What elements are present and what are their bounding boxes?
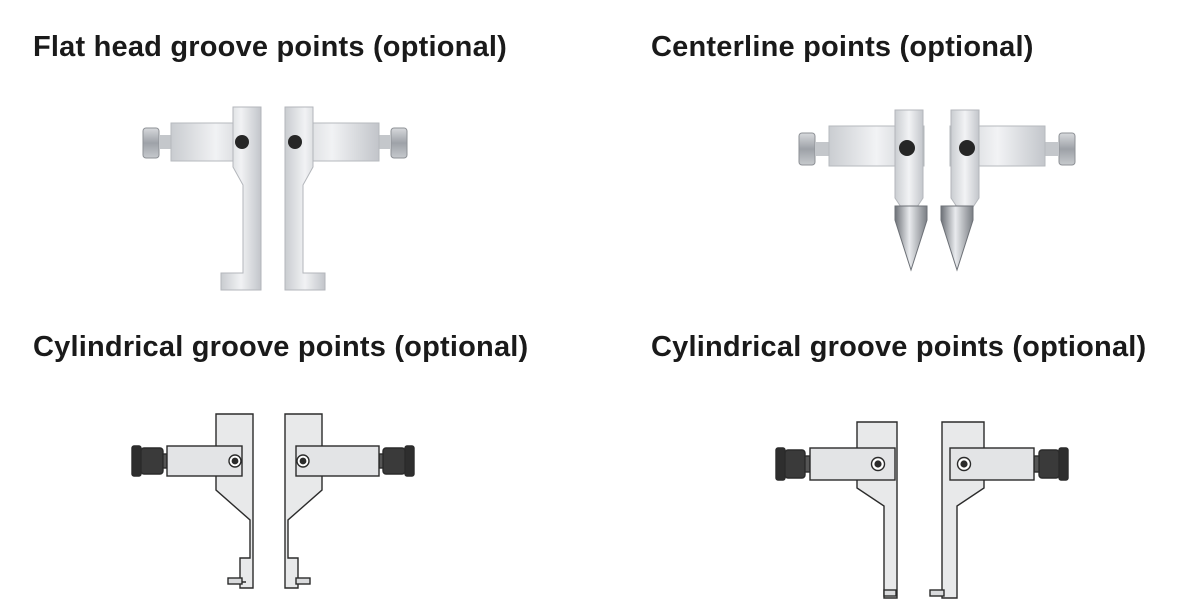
centerline-points-illustration [795, 108, 1085, 288]
caption-cylindrical-left: Cylindrical groove points (optional) [33, 331, 529, 363]
right-point [940, 109, 1076, 272]
left-jaw [142, 106, 262, 291]
left-point [798, 109, 928, 272]
caption-centerline: Centerline points (optional) [651, 31, 1034, 63]
cylindrical-groove-points-illustration-right [772, 418, 1072, 603]
right-jaw [284, 106, 408, 291]
flat-head-groove-points-illustration [135, 105, 415, 295]
caption-flat-head: Flat head groove points (optional) [33, 31, 508, 63]
caption-cylindrical-right: Cylindrical groove points (optional) [651, 331, 1147, 363]
cylindrical-groove-points-illustration-left [128, 410, 418, 595]
